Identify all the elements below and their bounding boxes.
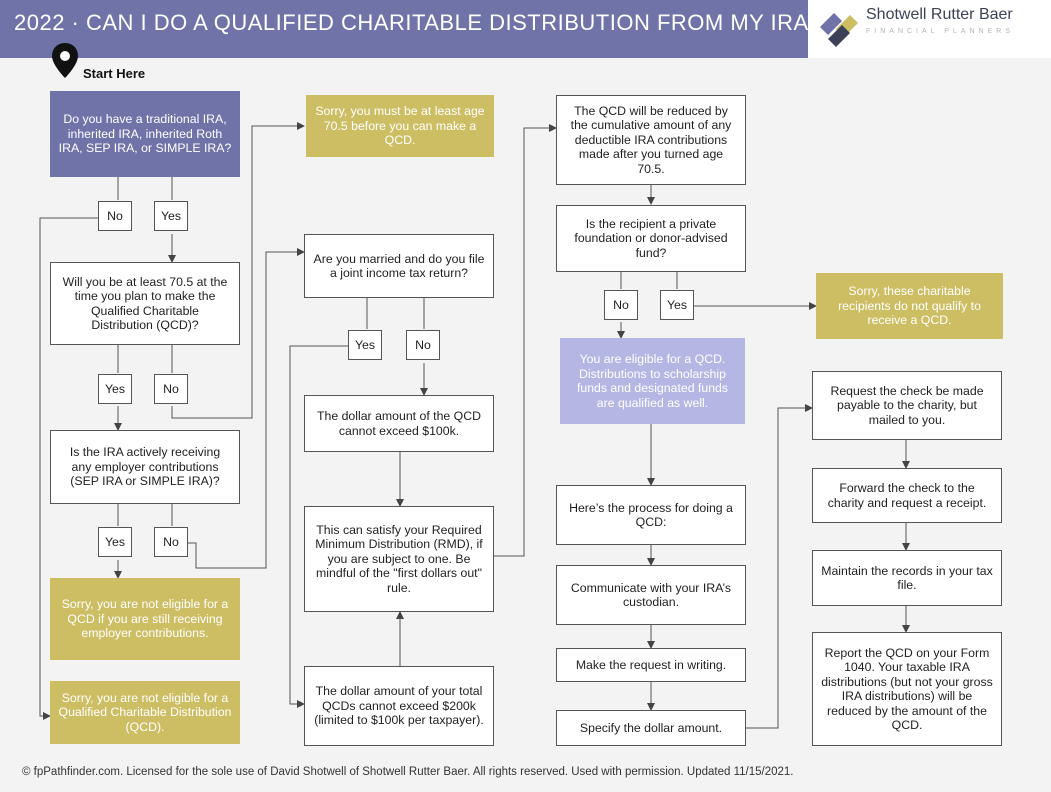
question-ira-type: Do you have a traditional IRA, inherited… xyxy=(50,91,240,177)
logo-subtitle: FINANCIAL PLANNERS xyxy=(866,28,1014,35)
map-pin-icon xyxy=(52,43,78,78)
start-label: Start Here xyxy=(83,66,146,81)
page-title: 2022 · CAN I DO A QUALIFIED CHARITABLE D… xyxy=(14,10,822,35)
step-report-form-1040: Report the QCD on your Form 1040. Your t… xyxy=(812,632,1002,746)
result-private-not-qualify: Sorry, these charitable recipients do no… xyxy=(816,273,1003,339)
question-age: Will you be at least 70.5 at the time yo… xyxy=(50,262,240,345)
note-qcd-reduced: The QCD will be reduced by the cumulativ… xyxy=(556,95,746,185)
question-married-joint: Are you married and do you file a joint … xyxy=(304,234,494,298)
process-heading: Here’s the process for doing a QCD: xyxy=(556,485,746,545)
result-age-requirement: Sorry, you must be at least age 70.5 bef… xyxy=(306,95,494,157)
answer-no: No xyxy=(154,527,188,557)
step-specify-amount: Specify the dollar amount. xyxy=(556,710,746,746)
answer-yes: Yes xyxy=(98,374,132,404)
note-rmd: This can satisfy your Required Minimum D… xyxy=(304,506,494,612)
limit-200k: The dollar amount of your total QCDs can… xyxy=(304,666,494,746)
connector xyxy=(171,122,305,419)
limit-100k: The dollar amount of the QCD cannot exce… xyxy=(304,395,494,452)
answer-no: No xyxy=(98,201,132,231)
answer-no: No xyxy=(406,330,440,360)
connector xyxy=(39,217,98,720)
connector xyxy=(494,124,557,557)
logo-name: Shotwell Rutter Baer xyxy=(866,6,1013,23)
step-communicate: Communicate with your IRA’s custodian. xyxy=(556,565,746,625)
question-private-foundation: Is the recipient a private foundation or… xyxy=(556,205,746,272)
step-forward-check: Forward the check to the charity and req… xyxy=(812,468,1002,523)
step-request-check: Request the check be made payable to the… xyxy=(812,371,1002,440)
step-request-writing: Make the request in writing. xyxy=(556,648,746,682)
company-logo: Shotwell Rutter Baer FINANCIAL PLANNERS xyxy=(808,0,1051,58)
answer-yes: Yes xyxy=(348,330,382,360)
answer-no: No xyxy=(604,290,638,320)
answer-yes: Yes xyxy=(154,201,188,231)
answer-no: No xyxy=(154,374,188,404)
connector xyxy=(289,345,350,708)
answer-yes: Yes xyxy=(660,290,694,320)
header-bar: 2022 · CAN I DO A QUALIFIED CHARITABLE D… xyxy=(0,0,821,58)
result-not-eligible: Sorry, you are not eligible for a Qualif… xyxy=(50,681,240,744)
connector xyxy=(188,248,305,569)
result-eligible: You are eligible for a QCD. Distribution… xyxy=(560,338,745,424)
answer-yes: Yes xyxy=(98,527,132,557)
result-not-eligible-employer: Sorry, you are not eligible for a QCD if… xyxy=(50,578,240,660)
step-maintain-records: Maintain the records in your tax file. xyxy=(812,550,1002,606)
footer-copyright: © fpPathfinder.com. Licensed for the sol… xyxy=(22,766,794,778)
question-employer-contributions: Is the IRA actively receiving any employ… xyxy=(50,430,240,504)
logo-mark-icon xyxy=(820,13,858,47)
connector xyxy=(746,404,813,729)
